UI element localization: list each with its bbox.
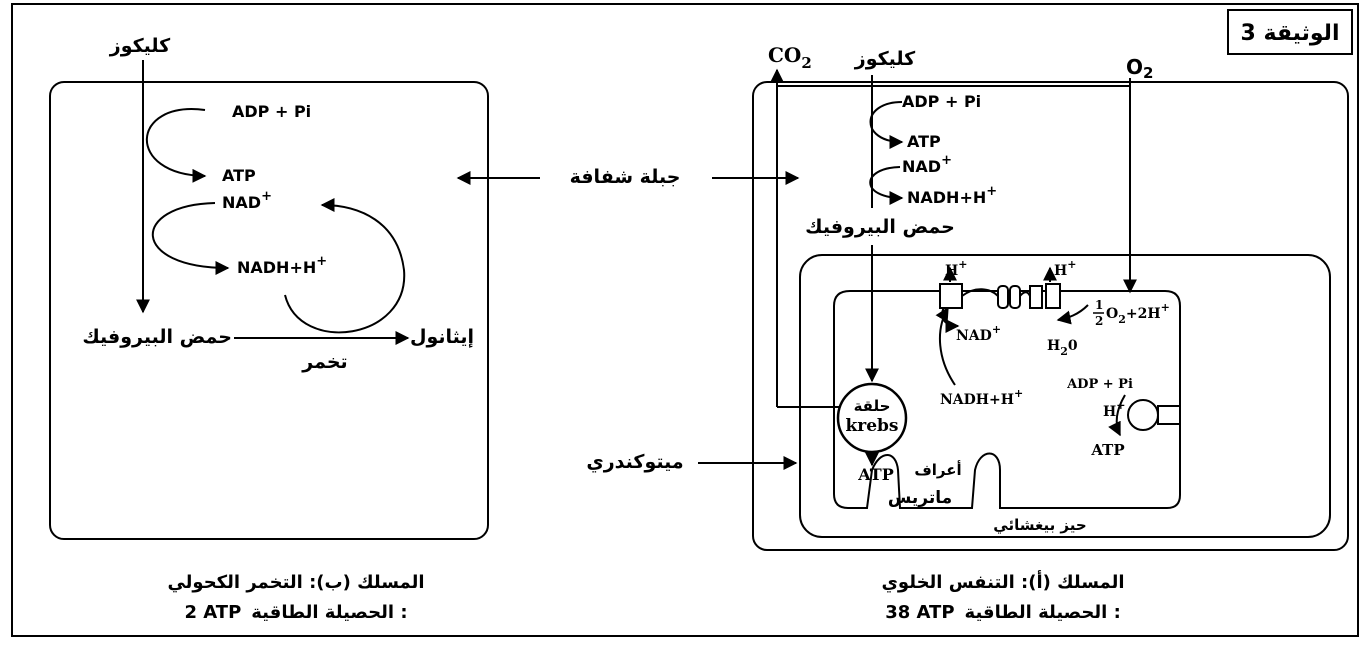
water-formation-arrow bbox=[1056, 304, 1089, 325]
oxygen-reaction-label: O2+2H+ bbox=[1106, 301, 1170, 326]
cell-a-outline bbox=[752, 81, 1349, 551]
nad-nadh-loop-b bbox=[151, 202, 230, 275]
intermembrane-label: حيز بيغشائي bbox=[993, 516, 1086, 534]
membrane-label: جبلة شفافة bbox=[570, 166, 681, 188]
mito-label: ميتوكندري bbox=[586, 451, 683, 474]
adp-label-a: ADP + Pi bbox=[902, 92, 981, 111]
matrix-label: ماتريس bbox=[888, 488, 952, 508]
krebs-en-label: krebs bbox=[845, 416, 898, 436]
atp-synthase-label: ATP bbox=[1090, 441, 1124, 459]
nad-regeneration-arrow-b bbox=[284, 198, 406, 334]
pathway-b-fermentation: كليكوز ADP + Pi ATP NAD+ NADH+H+ حمض الب… bbox=[49, 35, 489, 623]
caption-title-b: المسلك (ب): التخمر الكحولي bbox=[167, 572, 424, 593]
adp-label-b: ADP + Pi bbox=[232, 102, 311, 121]
nadh-matrix-label: NADH+H+ bbox=[940, 387, 1023, 408]
glucose-label-b: كليكوز bbox=[109, 35, 171, 57]
atp-label-b: ATP bbox=[222, 166, 256, 185]
cell-b-outline bbox=[49, 81, 489, 540]
adp-atp-loop-b bbox=[145, 108, 207, 183]
pyruvic-label-b: حمض البيروفيك bbox=[82, 326, 232, 348]
pyruvic-label-a: حمض البيروفيك bbox=[805, 216, 955, 238]
h-plus-label-1: H+ bbox=[945, 258, 967, 279]
adp-atp-loop-a bbox=[869, 101, 904, 149]
nad-label-a: NAD+ bbox=[902, 153, 952, 176]
svg-text:الوثيقة 3: الوثيقة 3 bbox=[1241, 21, 1340, 46]
o2-label: O2 bbox=[1126, 55, 1153, 82]
mitochondrion-inner-membrane bbox=[833, 290, 1181, 509]
nad-label-b: NAD+ bbox=[222, 189, 272, 212]
co2-label: CO2 bbox=[768, 43, 812, 72]
document-label: الوثيقة 3 bbox=[1227, 9, 1353, 55]
mitochondrion-outer bbox=[799, 254, 1331, 538]
nadh-to-chain-arrow bbox=[935, 306, 956, 386]
atp-synthase bbox=[1127, 399, 1181, 431]
water-label: H20 bbox=[1047, 338, 1078, 358]
nadh-label-a: NADH+H+ bbox=[907, 184, 997, 207]
nadh-label-b: NADH+H+ bbox=[237, 254, 327, 277]
shared-labels: جبلة شفافة ميتوكندري bbox=[456, 166, 800, 474]
electron-transport-chain bbox=[939, 283, 1061, 309]
oxygen-fraction-den: 2 bbox=[1095, 314, 1103, 328]
h-plus-label-2: H+ bbox=[1054, 258, 1076, 279]
pathway-a-respiration: كليكوز CO2 O2 ADP + Pi ATP NAD+ NADH+H+ … bbox=[752, 43, 1349, 623]
atp-matrix-label: ATP bbox=[857, 465, 893, 484]
atp-label-a: ATP bbox=[907, 132, 941, 151]
nad-matrix-label: NAD+ bbox=[956, 323, 1001, 344]
krebs-ar-label: حلقة bbox=[854, 397, 891, 415]
document-frame bbox=[11, 3, 1359, 637]
fermentation-label-b: تخمر bbox=[301, 351, 347, 373]
adp-matrix-label: ADP + Pi bbox=[1066, 377, 1133, 392]
caption-title-a: المسلك (أ): التنفس الخلوي bbox=[881, 570, 1124, 593]
synthase-atp-arrow bbox=[1108, 394, 1126, 437]
oxygen-fraction-num: 1 bbox=[1095, 298, 1103, 312]
nad-nadh-loop-a bbox=[869, 166, 904, 205]
cristae-label: أعراف bbox=[914, 460, 961, 479]
ethanol-label-b: إيثانول bbox=[410, 326, 474, 348]
glucose-label-a: كليكوز bbox=[854, 48, 916, 70]
